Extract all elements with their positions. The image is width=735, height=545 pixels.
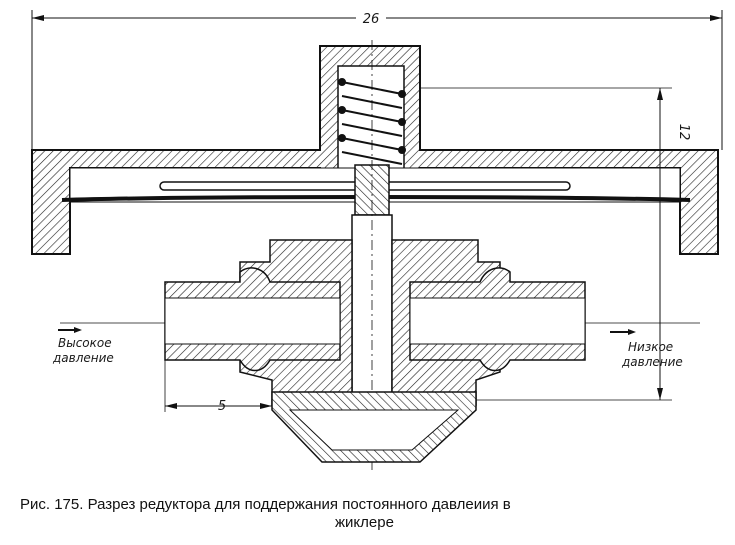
low-pressure-label: Низкое давление	[610, 329, 683, 369]
figure-caption-line2: жиклере	[335, 514, 394, 531]
inlet-length-dimension: 5	[164, 360, 272, 414]
high-pressure-label-line2: давление	[52, 351, 114, 365]
outlet-fitting	[409, 267, 700, 372]
high-pressure-label: Высокое давление	[52, 327, 114, 365]
overall-width-value: 26	[363, 12, 380, 27]
inlet-fitting	[60, 267, 341, 372]
low-pressure-label-line2: давление	[621, 355, 683, 369]
high-pressure-label-line1: Высокое	[58, 336, 112, 350]
reducer-cross-section-drawing: 26	[31, 9, 723, 470]
height-value: 12	[676, 124, 691, 141]
figure-caption: Рис. 175. Разрез редуктора для поддержан…	[20, 496, 720, 532]
valve-stem	[351, 40, 393, 470]
low-pressure-label-line1: Низкое	[628, 340, 673, 354]
figure-caption-line1: Рис. 175. Разрез редуктора для поддержан…	[20, 496, 511, 513]
overall-width-dimension: 26	[31, 9, 723, 150]
bottom-cap	[271, 391, 477, 463]
height-dimension: 12	[420, 87, 691, 401]
inlet-length-value: 5	[218, 399, 226, 414]
